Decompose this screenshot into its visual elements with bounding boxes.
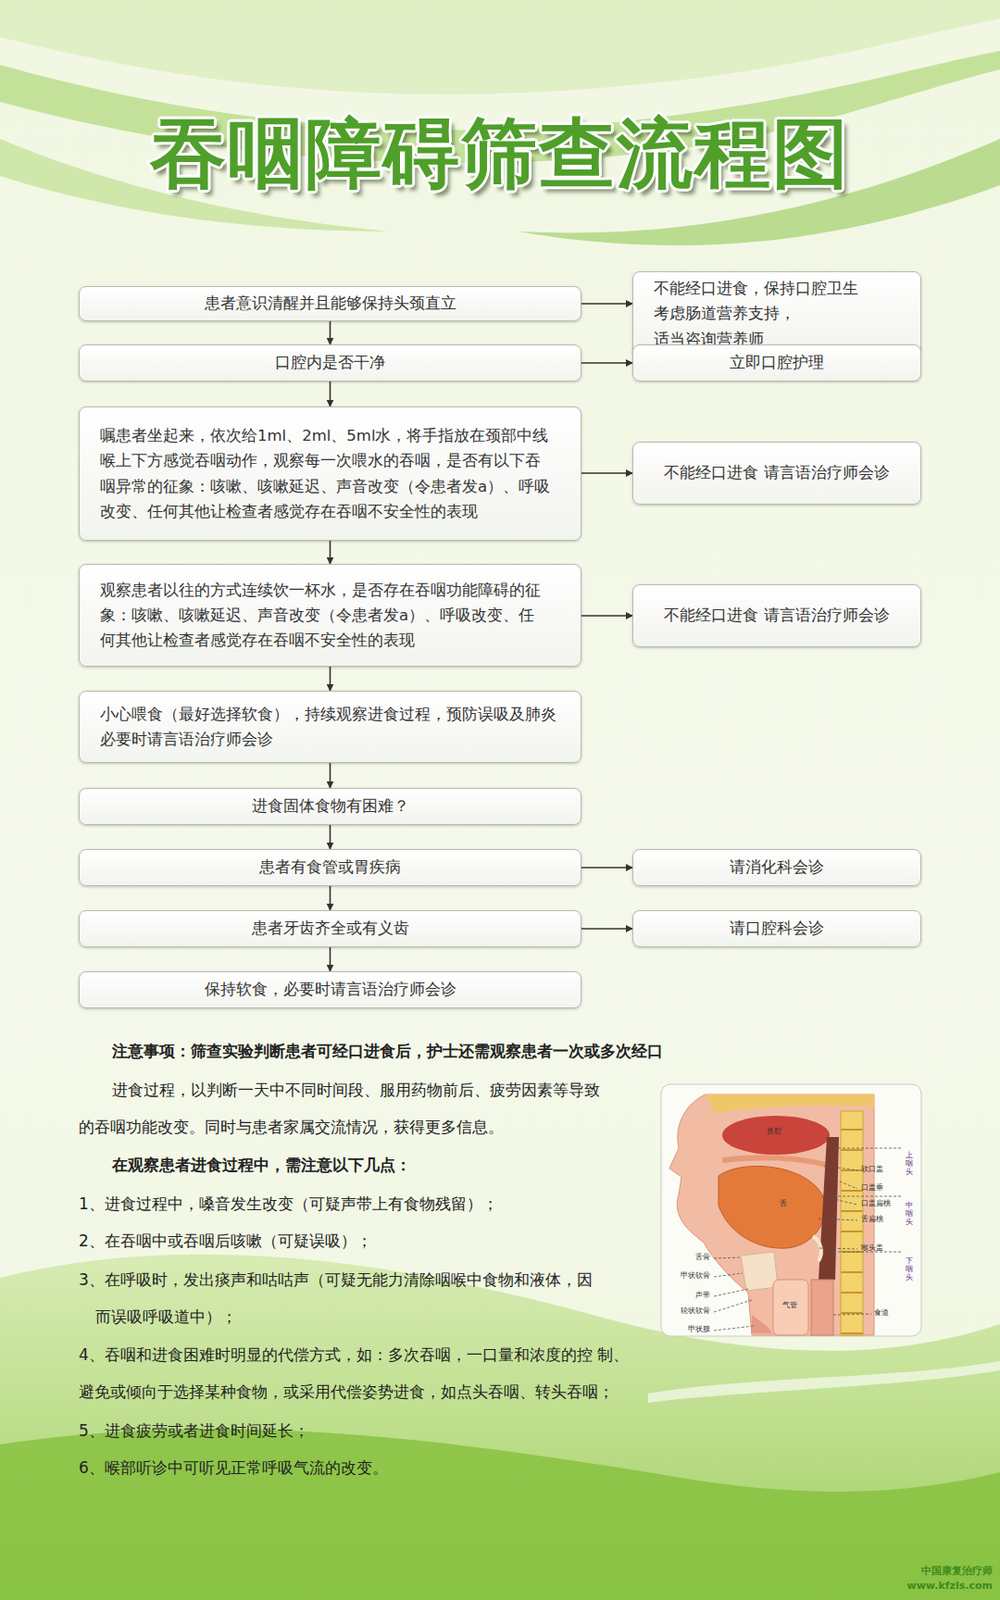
box-text: 患者意识清醒并且能够保持头颈直立 [100,290,561,316]
anatomy-label: 软口盖 [861,1165,884,1175]
note-item: 5、进食疲劳或者进食时间延长； [78,1412,653,1450]
esophagus [811,1279,834,1336]
box-text: 请口腔科会诊 [653,915,900,941]
anatomy-label: 声带 [671,1291,711,1300]
note-bold: 注意事项：筛查实验判断患者可经口进食后，护士还需观察患者一次或多次经口 [112,1032,761,1070]
anatomy-label: 口盖垂 [861,1184,884,1193]
note-text: 进食过程，以判断一天中不同时间段、服用药物前后、疲劳因素等导致 的吞咽功能改变。… [78,1071,646,1146]
figure-frame [661,1084,922,1337]
trachea [773,1279,809,1336]
palate [722,1157,826,1165]
note-item: 3、在呼吸时，发出痰声和咕咕声（可疑无能力清除咽喉中食物和液体，因 而误吸呼吸道… [78,1261,655,1336]
flow-arrow [581,927,633,930]
flow-arrow [581,362,633,364]
action-box: 请消化科会诊 [632,849,922,887]
anatomy-label: 上咽头 [905,1151,913,1176]
flow-arrow [329,762,332,788]
anatomy-label: 舌 [779,1200,788,1209]
box-text: 不能经口进食，保持口腔卫生 考虑肠道营养支持，适当咨询营养师 [653,275,900,352]
flow-arrow [329,886,332,911]
anatomy-label: 舌扁桃 [861,1215,884,1225]
process-box: 观察患者以往的方式连续饮一杯水，是否存在吞咽功能障碍的征 象：咳嗽、咳嗽延迟、声… [78,563,582,667]
box-text: 进食固体食物有困难？ [100,793,561,819]
process-box: 患者牙齿齐全或有义齿 [78,910,582,948]
flow-arrow [329,666,332,691]
box-text: 嘱患者坐起来，依次给1ml、2ml、5ml水，将手指放在颈部中线 喉上下方感觉吞… [100,423,561,525]
anatomy-label: 甲状软骨 [671,1272,711,1281]
box-text: 口腔内是否干净 [100,350,561,375]
flow-arrow [581,866,633,869]
process-box: 小心喂食（最好选择软食），持续观察进食过程，预防误吸及肺炎 必要时请言语治疗师会… [78,690,582,763]
skull-base [705,1094,875,1113]
box-text: 不能经口进食 请言语治疗师会诊 [653,460,900,486]
watermark: www.kfzls.com [833,1579,993,1592]
process-box: 口腔内是否干净 [78,344,582,382]
flow-arrow [581,472,633,475]
title: 吞咽障碍筛查流程图 [0,103,1000,206]
note-item: 6、喉部听诊中可听见正常呼吸气流的改变。 [78,1449,653,1487]
anatomy-label: 口盖扁桃 [861,1200,891,1209]
flow-arrow [581,302,633,305]
box-text: 小心喂食（最好选择软食），持续观察进食过程，预防误吸及肺炎 必要时请言语治疗师会… [100,701,561,752]
note-item: 2、在吞咽中或吞咽后咳嗽（可疑误吸）； [78,1222,653,1260]
process-box: 嘱患者坐起来，依次给1ml、2ml、5ml水，将手指放在颈部中线 喉上下方感觉吞… [78,406,582,541]
anatomy-label: 轮状软骨 [671,1307,711,1316]
anatomy-label: 喉头盖 [861,1244,884,1253]
spine [840,1111,863,1336]
flow-arrow [581,614,633,617]
leader-lines [713,1148,902,1331]
epiglottis [812,1236,822,1262]
anatomy-label: 中咽头 [905,1201,913,1226]
action-box: 不能经口进食 请言语治疗师会诊 [632,584,922,648]
watermark: 中国康复治疗师 [833,1564,993,1577]
head-section [669,1094,875,1336]
flow-arrow [329,947,332,972]
wave [648,1361,1000,1403]
process-box: 保持软食，必要时请言语治疗师会诊 [78,971,582,1009]
box-text: 保持软食，必要时请言语治疗师会诊 [100,976,561,1002]
nasal-cavity [722,1115,830,1155]
thyroid-cartilage [740,1251,778,1291]
action-box: 立即口腔护理 [632,344,922,382]
box-text: 观察患者以往的方式连续饮一杯水，是否存在吞咽功能障碍的征 象：咳嗽、咳嗽延迟、声… [100,577,561,654]
box-text: 立即口腔护理 [653,350,900,375]
flow-arrow [329,825,332,850]
note-item: 4、吞咽和进食困难时明显的代偿方式，如：多次吞咽，一口量和浓度的控 制、避免或倾… [78,1336,709,1411]
note-item: 1、进食过程中，嗓音发生改变（可疑声带上有食物残留）； [78,1185,653,1223]
wave [0,0,1000,95]
flow-arrow [329,321,332,345]
anatomy-label: 鼻腔 [766,1127,782,1137]
action-box: 请口腔科会诊 [632,910,922,948]
thyroid-gland [751,1314,773,1334]
tongue [718,1165,825,1249]
process-box: 患者有食管或胃疾病 [78,849,582,887]
wave [0,1428,1000,1600]
box-text: 请消化科会诊 [653,854,900,880]
anatomy-label: 下咽头 [905,1257,913,1282]
flow-arrow [329,381,332,407]
box-text: 患者有食管或胃疾病 [100,854,561,880]
note-bold: 在观察患者进食过程中，需注意以下几点： [112,1146,668,1184]
anatomy-label: 食道 [874,1309,889,1318]
flow-arrow [329,540,332,564]
process-box: 进食固体食物有困难？ [78,787,582,825]
process-box: 患者意识清醒并且能够保持头颈直立 [78,286,582,322]
box-text: 不能经口进食 请言语治疗师会诊 [653,602,900,628]
action-box: 不能经口进食 请言语治疗师会诊 [632,441,922,505]
box-text: 患者牙齿齐全或有义齿 [100,915,561,941]
anatomy-label: 舌骨 [671,1253,711,1263]
anatomy-label: 甲状腺 [671,1325,711,1335]
anatomy-label: 气管 [782,1301,798,1311]
